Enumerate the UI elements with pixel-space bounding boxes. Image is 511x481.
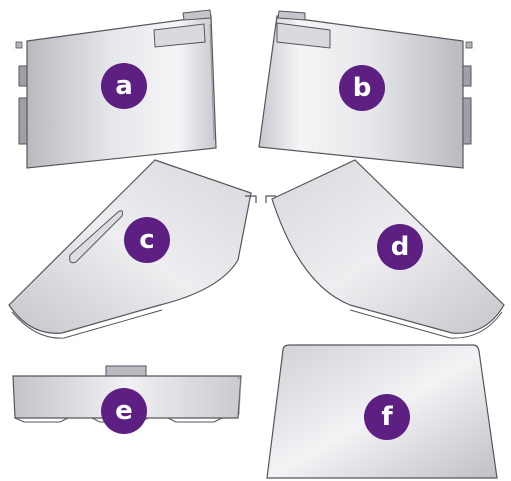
- part-e-label: e: [115, 396, 133, 426]
- part-f-badge: f: [364, 394, 410, 440]
- part-e: e: [12, 365, 242, 434]
- part-d-badge: d: [377, 224, 423, 270]
- part-d-label: d: [391, 232, 410, 262]
- part-a: a: [15, 9, 217, 169]
- part-f-label: f: [381, 402, 393, 432]
- part-b-badge: b: [339, 65, 385, 111]
- part-f: f: [266, 344, 498, 479]
- part-a-badge: a: [101, 63, 147, 109]
- part-d: d: [265, 159, 505, 339]
- part-c-badge: c: [124, 217, 170, 263]
- part-e-badge: e: [101, 388, 147, 434]
- part-a-label: a: [115, 71, 133, 101]
- part-b-label: b: [353, 73, 372, 103]
- part-b: b: [258, 10, 473, 169]
- part-c: c: [8, 159, 257, 339]
- part-c-label: c: [139, 225, 154, 255]
